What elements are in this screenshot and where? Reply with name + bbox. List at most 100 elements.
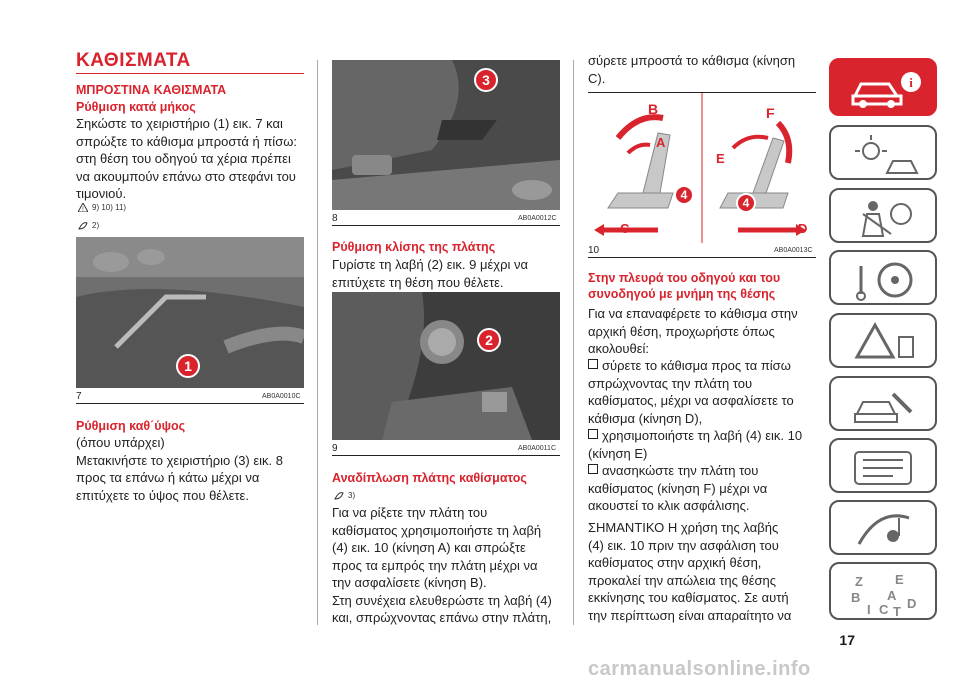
para-backrest-tilt: Γυρίστε τη λαβή (2) εικ. 9 μέχρι να επιτ…: [332, 256, 528, 291]
tab-specs[interactable]: [829, 438, 937, 493]
callout-4-badge: 4: [674, 185, 694, 205]
tab-airbag[interactable]: [829, 188, 937, 243]
info-note: 2): [78, 221, 99, 230]
text-line: αρχική θέση, προχωρήστε όπως: [588, 323, 775, 339]
warning-triangle-icon: [854, 321, 914, 359]
page-number: 17: [839, 632, 855, 648]
heading-backrest-tilt: Ρύθμιση κλίσης της πλάτης: [332, 240, 496, 254]
warning-note: ! 9) 10) 11): [78, 203, 126, 212]
text-line: τιμονιού.: [76, 186, 127, 201]
figure-7-code: AB0A0010C: [262, 393, 301, 400]
label-A: A: [656, 135, 666, 150]
para-important: ΣΗΜΑΝΤΙΚΟ Η χρήση της λαβής (4) εικ. 10 …: [588, 519, 791, 624]
label-B: B: [648, 101, 659, 117]
text-line: Για να επαναφέρετε το κάθισμα στην: [588, 306, 798, 321]
text-line: σπρώξτε το κάθισμα μπροστά ή πίσω:: [76, 133, 297, 149]
svg-text:!: !: [82, 207, 84, 212]
figure-10-code: AB0A0013C: [774, 247, 813, 254]
figure-10-rule: [588, 257, 816, 258]
text-line: επιτύχετε το ύψος που θέλετε.: [76, 487, 249, 503]
tab-warning[interactable]: [829, 313, 937, 368]
wrench-car-icon: [854, 392, 913, 423]
figure-10-image: B A 4 C F E 4 D: [588, 92, 816, 243]
text-line: σύρετε μπροστά το κάθισμα (κίνηση: [588, 53, 796, 68]
section-title: ΚΑΘΙΣΜΑΤΑ: [76, 50, 191, 71]
tab-media[interactable]: [829, 500, 937, 555]
note-leaf-icon: [78, 222, 88, 230]
text-line: (κίνηση Ε): [588, 445, 648, 461]
tab-steering[interactable]: [829, 250, 937, 305]
figure-9-number: 9: [332, 443, 338, 454]
gauge-icon: [854, 451, 912, 485]
text-line: στη θέση του οδηγού τα χέρια πρέπει: [76, 151, 291, 166]
figure-7-image: 1: [76, 237, 304, 388]
subtitle: ΜΠΡΟΣΤΙΝΑ ΚΑΘΙΣΜΑΤΑ: [76, 83, 227, 97]
text-line: (4) εικ. 10 πριν την ασφάλιση του: [588, 537, 779, 553]
callout-1-badge: 1: [176, 354, 200, 378]
warning-refs: 9) 10) 11): [92, 203, 127, 212]
text-line: την ασφαλίσετε (κίνηση Β).: [332, 575, 487, 590]
seat-lever-illustration: [76, 237, 304, 388]
text-line: προκαλεί την απώλεια της θέσης: [588, 572, 777, 588]
label-E: E: [716, 151, 725, 166]
figure-9-rule: [332, 455, 560, 456]
checkbox-bullet-icon: [588, 464, 598, 474]
note-refs: 2): [92, 221, 100, 230]
text-line: Στη συνέχεια ελευθερώστε τη λαβή (4): [332, 592, 552, 608]
text-line: καθίσματος χρησιμοποιήστε τη λαβή: [332, 522, 542, 538]
list-item: ανασηκώστε την πλάτη του: [588, 462, 802, 480]
text-line: C).: [588, 70, 606, 86]
para-height-adjust: (όπου υπάρχει) Μετακινήστε το χειριστήρι…: [76, 434, 283, 504]
svg-text:i: i: [909, 75, 913, 90]
text-line: να ακουμπούν επάνω στο στεφάνι του: [76, 168, 296, 184]
callout-3-badge: 3: [474, 68, 498, 92]
figure-8-number: 8: [332, 213, 338, 224]
para-backrest-fold: Για να ρίξετε την πλάτη του καθίσματος χ…: [332, 504, 552, 627]
note-leaf-icon: [334, 492, 344, 500]
heading-memory-seat: Στην πλευρά του οδηγού και του συνοδηγού…: [588, 270, 780, 302]
dashboard-lights-icon: [855, 135, 919, 174]
tab-maintenance[interactable]: [829, 376, 937, 431]
text-line: σπρώχνοντας την πλάτη του: [588, 375, 753, 391]
text-line: (4) εικ. 10 (κίνηση Α) και σπρώξτε: [332, 540, 526, 555]
label-F: F: [766, 105, 775, 121]
bullet-list: σύρετε το κάθισμα προς τα πίσω σπρώχνοντ…: [588, 357, 802, 515]
note-refs: 3): [348, 491, 356, 500]
index-letter: C: [879, 602, 889, 617]
text-line: επιτύχετε τη θέση που θέλετε.: [332, 274, 504, 290]
figure-8-code: AB0A0012C: [518, 215, 557, 222]
text-line: Μετακινήστε το χειριστήριο (3) εικ. 8: [76, 452, 284, 468]
text-line: σύρετε το κάθισμα προς τα πίσω: [602, 358, 791, 373]
text-line: Για να ρίξετε την πλάτη του: [332, 505, 488, 520]
seat-height-illustration: [332, 60, 560, 210]
warning-triangle-icon: !: [78, 203, 88, 212]
index-letter: Z: [855, 574, 863, 589]
seat-fold-diagram: [594, 93, 806, 243]
list-item: χρησιμοποιήστε τη λαβή (4) εικ. 10: [588, 427, 802, 445]
section-rule: [76, 73, 304, 74]
index-letter: T: [893, 604, 901, 618]
figure-7-rule: [76, 403, 304, 404]
tab-index[interactable]: Z E A B I C T D: [829, 562, 937, 620]
label-C: C: [620, 221, 630, 236]
watermark: carmanualsonline.info: [588, 658, 811, 680]
checkbox-bullet-icon: [588, 359, 598, 369]
heading-line: συνοδηγού με μνήμη της θέσης: [588, 287, 776, 301]
figure-9-image: 2: [332, 292, 560, 440]
text-line: καθίσματος, μέχρι να ασφαλίσετε το: [588, 393, 794, 408]
list-item: σύρετε το κάθισμα προς τα πίσω: [588, 357, 802, 375]
para-memory-intro: Για να επαναφέρετε το κάθισμα στην αρχικ…: [588, 305, 798, 358]
index-letter: B: [851, 590, 860, 605]
text-line: εκκίνησης του καθίσματος. Σε αυτή: [588, 590, 789, 605]
heading-backrest-fold: Αναδίπλωση πλάτης καθίσματος: [332, 471, 527, 485]
label-D: D: [798, 221, 808, 236]
tab-car-info[interactable]: i: [829, 58, 937, 116]
heading-length-adjust: Ρύθμιση κατά μήκος: [76, 100, 196, 114]
text-line: και, σπρώχνοντας επάνω στην πλάτη,: [332, 610, 552, 625]
text-line: ανασηκώστε την πλάτη του: [602, 463, 759, 478]
text-line: κάθισμα (κίνηση D),: [588, 410, 703, 426]
index-letter: I: [867, 602, 871, 617]
airbag-icon: [861, 201, 912, 237]
text-line: προς τα εμπρός την πλάτη μέχρι να: [332, 557, 538, 573]
tab-dashboard-lights[interactable]: [829, 125, 937, 180]
